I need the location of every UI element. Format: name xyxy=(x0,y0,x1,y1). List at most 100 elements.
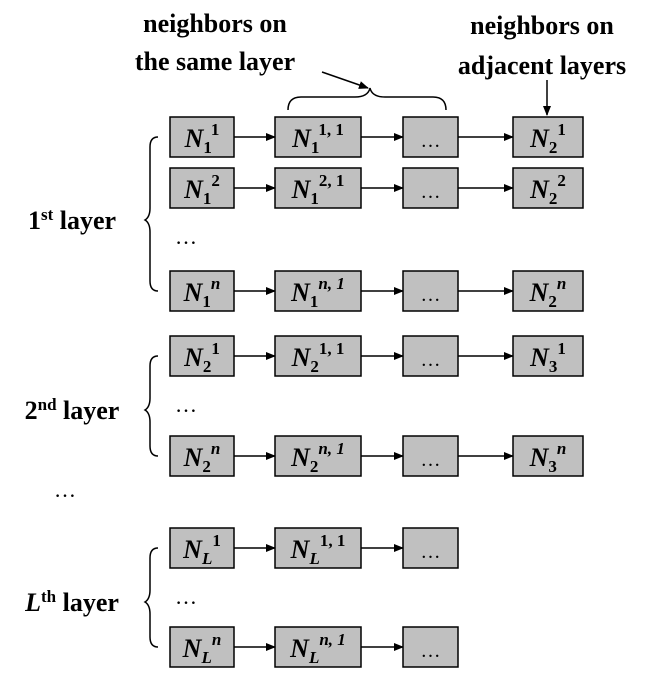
node-label: N2n, 1 xyxy=(290,439,345,476)
node-rect xyxy=(274,527,362,569)
row-ellipsis: … xyxy=(175,584,197,609)
node-subscript: 1 xyxy=(310,292,319,311)
node-rect xyxy=(169,270,235,312)
node-superscript: n xyxy=(211,274,220,293)
node-subscript: L xyxy=(201,549,212,568)
node-label: … xyxy=(421,181,441,203)
node-rect xyxy=(169,626,235,668)
node-box: NLn, 1 xyxy=(274,626,362,668)
layer-1-label: 1st layer xyxy=(28,205,116,236)
node-subscript: 3 xyxy=(548,457,557,476)
node-label: … xyxy=(421,284,441,306)
node-base: N xyxy=(529,343,550,372)
node-base: N xyxy=(291,124,312,153)
node-box: … xyxy=(402,435,459,477)
node-superscript: 1 xyxy=(211,339,220,358)
node-rect xyxy=(512,270,584,312)
node-superscript: n xyxy=(557,274,566,293)
layer-2-brace xyxy=(143,355,159,457)
node-superscript: 1 xyxy=(557,120,566,139)
node-base: N xyxy=(529,443,550,472)
node-box: N11 xyxy=(169,116,235,158)
node-base: N xyxy=(182,535,203,564)
node-base: N xyxy=(290,535,311,564)
layer-2-label: 2nd layer xyxy=(25,395,120,426)
node-box: N1n xyxy=(169,270,235,312)
node-subscript: 2 xyxy=(202,457,211,476)
node-base: N xyxy=(290,443,311,472)
node-rect xyxy=(402,435,459,477)
node-superscript: n xyxy=(212,630,221,649)
node-box: NL1, 1 xyxy=(274,527,362,569)
node-box: N21, 1 xyxy=(274,335,362,377)
layer-3-brace xyxy=(143,547,159,648)
node-rect xyxy=(512,116,584,158)
node-label: … xyxy=(421,130,441,152)
node-superscript: 2, 1 xyxy=(319,171,345,190)
node-label: N12 xyxy=(183,171,220,208)
node-box: N22 xyxy=(512,167,584,209)
node-label: N1n xyxy=(183,274,221,311)
node-label: N31 xyxy=(529,339,566,376)
node-box: … xyxy=(402,335,459,377)
node-subscript: 2 xyxy=(310,457,319,476)
node-base: N xyxy=(529,124,550,153)
node-box: N2n xyxy=(512,270,584,312)
node-superscript: n xyxy=(211,439,220,458)
node-box: N2n, 1 xyxy=(274,435,362,477)
node-label: NL1 xyxy=(182,531,221,568)
node-box: N21 xyxy=(169,335,235,377)
node-superscript: n, 1 xyxy=(318,274,344,293)
node-label: N11 xyxy=(184,120,220,157)
between-layers-ellipsis: … xyxy=(54,477,76,502)
adjacent-layers-annotation-line2: adjacent layers xyxy=(458,51,626,80)
node-subscript: 2 xyxy=(549,189,558,208)
node-box: N2n xyxy=(169,435,235,477)
node-subscript: 1 xyxy=(311,138,319,157)
layer-label-base: 2 xyxy=(25,396,38,425)
node-label: N21 xyxy=(183,339,220,376)
node-rect xyxy=(402,270,459,312)
node-box: … xyxy=(402,527,459,569)
node-rect xyxy=(274,270,362,312)
node-rect xyxy=(512,435,584,477)
node-rect xyxy=(402,335,459,377)
node-box: NL1 xyxy=(169,527,235,569)
node-rect xyxy=(402,167,459,209)
same-layer-annotation-line2: the same layer xyxy=(135,47,295,76)
node-label: N12, 1 xyxy=(291,171,345,208)
node-subscript: L xyxy=(308,648,319,667)
node-box: N1n, 1 xyxy=(274,270,362,312)
node-rect xyxy=(512,167,584,209)
node-subscript: 2 xyxy=(310,357,319,376)
node-label: N22 xyxy=(529,171,566,208)
node-superscript: 1 xyxy=(557,339,566,358)
node-rect xyxy=(402,626,459,668)
node-box: NLn xyxy=(169,626,235,668)
node-box: N12, 1 xyxy=(274,167,362,209)
same-layer-annotation-line1: neighbors on xyxy=(143,9,287,38)
node-base: N xyxy=(529,278,550,307)
node-subscript: 2 xyxy=(549,138,558,157)
layer-label-ordinal: nd xyxy=(38,395,57,414)
node-subscript: 1 xyxy=(202,292,211,311)
node-superscript: n xyxy=(557,439,566,458)
node-box: N31 xyxy=(512,335,584,377)
node-rect xyxy=(402,116,459,158)
node-label: NLn, 1 xyxy=(289,630,346,667)
node-box: N3n xyxy=(512,435,584,477)
node-box: … xyxy=(402,626,459,668)
node-superscript: 1, 1 xyxy=(320,531,346,550)
node-base: N xyxy=(183,343,204,372)
same-layer-pointer xyxy=(321,71,369,89)
layer-label-word: layer xyxy=(57,396,120,425)
node-rect xyxy=(274,116,362,158)
node-label: … xyxy=(421,541,441,563)
same-layer-brace xyxy=(287,87,447,111)
layer-3-label: Lth layer xyxy=(24,587,119,618)
node-subscript: L xyxy=(200,648,211,667)
layer-label-base: 1 xyxy=(28,206,41,235)
node-superscript: 1, 1 xyxy=(319,339,345,358)
node-label: N1n, 1 xyxy=(290,274,345,311)
